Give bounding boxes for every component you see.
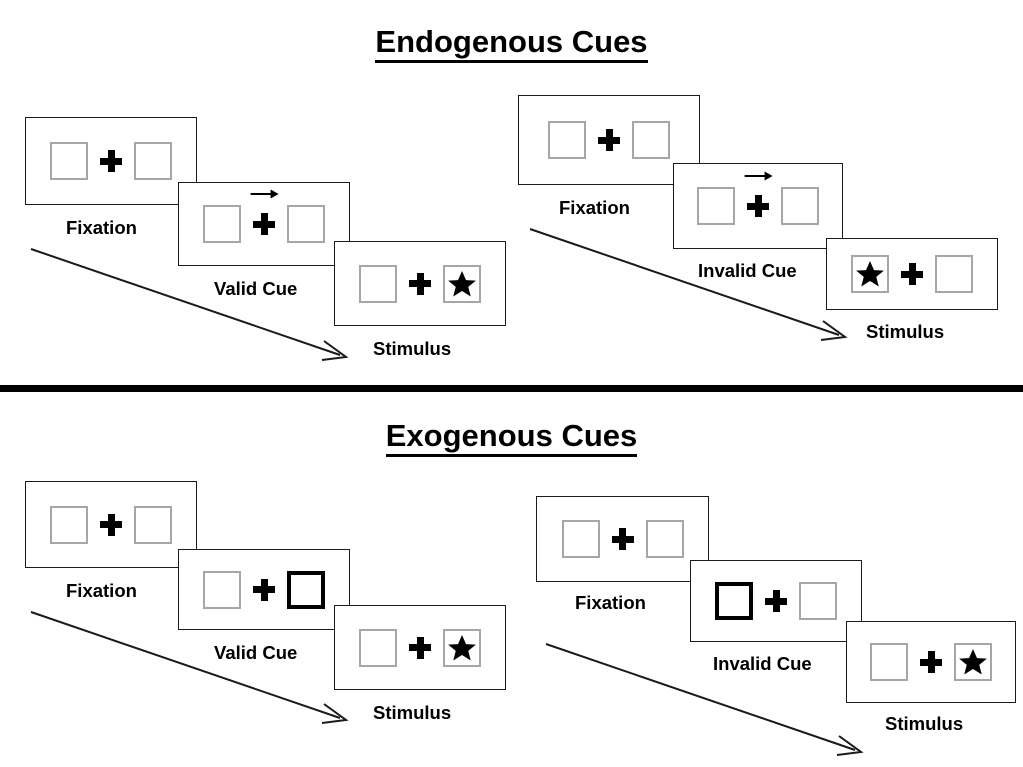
panel-content: [359, 625, 481, 671]
caption-exogenous-invalid-stimulus: Stimulus: [885, 713, 964, 734]
placeholder-box-right: [645, 520, 684, 558]
fixation-cross-icon: [100, 513, 122, 536]
placeholder-box-left: [359, 264, 397, 303]
target-star-icon: [856, 261, 884, 287]
placeholder-box-left: [50, 505, 88, 544]
placeholder-box-left: [50, 142, 88, 180]
section-title-exogenous-text: Exogenous Cues: [385, 418, 638, 457]
fixation-cross-wrap: [908, 639, 954, 685]
fixation-cross-icon: [100, 150, 122, 172]
caption-endogenous-invalid-stimulus: Stimulus: [866, 321, 945, 342]
fixation-cross-wrap: [889, 251, 935, 297]
panel-exogenous-valid-stimulus: [334, 605, 506, 690]
cued-box-right: [287, 570, 325, 609]
panel-content: [359, 261, 481, 307]
caption-endogenous-valid-stimulus: Stimulus: [373, 338, 452, 359]
fixation-cross-icon: [747, 195, 769, 217]
fixation-cross-wrap: [735, 171, 781, 229]
panel-exogenous-invalid-stimulus: [846, 621, 1016, 703]
caption-exogenous-valid-fixation: Fixation: [66, 580, 137, 601]
panel-content: [870, 639, 992, 685]
fixation-cross-icon: [409, 272, 431, 295]
section-title-endogenous: Endogenous Cues: [0, 24, 1023, 63]
fixation-cross-wrap: [753, 578, 799, 624]
caption-exogenous-invalid-cue: Invalid Cue: [713, 653, 812, 674]
placeholder-box-left: [359, 628, 397, 667]
panel-content: [697, 171, 819, 229]
panel-endogenous-valid-cue: [178, 182, 350, 266]
caption-endogenous-valid-cue: Valid Cue: [214, 278, 298, 299]
caption-endogenous-invalid-cue: Invalid Cue: [698, 260, 797, 281]
fixation-cross-icon: [409, 636, 431, 659]
placeholder-box-right: [632, 121, 670, 159]
fixation-cross-icon: [598, 129, 620, 151]
section-divider: [0, 385, 1023, 392]
fixation-cross-wrap: [241, 567, 287, 613]
fixation-cross-icon: [253, 578, 275, 601]
placeholder-box-left: [870, 643, 908, 681]
placeholder-box-right: [134, 142, 172, 180]
section-title-endogenous-text: Endogenous Cues: [375, 24, 648, 63]
target-star-icon: [959, 649, 987, 675]
panel-content: [715, 578, 837, 624]
panel-content: [203, 567, 325, 613]
panel-exogenous-invalid-fixation: [536, 496, 709, 582]
panel-endogenous-valid-stimulus: [334, 241, 506, 326]
placeholder-box-left: [697, 187, 735, 225]
section-title-exogenous: Exogenous Cues: [0, 418, 1023, 457]
placeholder-box-right: [781, 187, 819, 225]
placeholder-box-right: [443, 264, 481, 303]
panel-content: [548, 117, 670, 163]
fixation-cross-wrap: [88, 138, 134, 184]
panel-endogenous-invalid-fixation: [518, 95, 700, 185]
time-arrow-exogenous-invalid: [545, 643, 864, 756]
panel-endogenous-invalid-cue: [673, 163, 843, 249]
caption-exogenous-invalid-fixation: Fixation: [575, 592, 646, 613]
fixation-cross-wrap: [600, 516, 646, 562]
panel-exogenous-invalid-cue: [690, 560, 862, 642]
panel-content: [561, 516, 684, 562]
caption-endogenous-invalid-fixation: Fixation: [559, 197, 630, 218]
fixation-cross-wrap: [88, 502, 134, 548]
fixation-cross-wrap: [397, 625, 443, 671]
placeholder-box-left: [203, 570, 241, 609]
panel-endogenous-invalid-stimulus: [826, 238, 998, 310]
caption-exogenous-valid-cue: Valid Cue: [214, 642, 298, 663]
cue-arrow-right-icon: [744, 171, 773, 181]
fixation-cross-wrap: [397, 261, 443, 307]
placeholder-box-left: [548, 121, 586, 159]
panel-exogenous-valid-cue: [178, 549, 350, 630]
time-arrow-exogenous-valid: [30, 611, 349, 724]
fixation-cross-icon: [901, 263, 923, 285]
panel-content: [203, 189, 325, 247]
panel-content: [851, 251, 973, 297]
caption-endogenous-valid-fixation: Fixation: [66, 217, 137, 238]
target-star-icon: [448, 270, 476, 296]
target-star-icon: [448, 634, 476, 660]
placeholder-box-right: [935, 255, 973, 293]
fixation-cross-wrap: [586, 117, 632, 163]
placeholder-box-right: [443, 628, 481, 667]
cued-box-left: [715, 582, 753, 620]
fixation-cross-icon: [765, 590, 787, 612]
time-arrow-endogenous-valid: [30, 248, 349, 361]
panel-exogenous-valid-fixation: [25, 481, 197, 568]
placeholder-box-right: [287, 205, 325, 243]
placeholder-box-right: [954, 643, 992, 681]
fixation-cross-wrap: [241, 189, 287, 247]
panel-content: [50, 502, 172, 548]
panel-content: [50, 138, 172, 184]
time-arrow-endogenous-invalid: [529, 228, 848, 341]
placeholder-box-right: [134, 505, 172, 544]
cue-arrow-right-icon: [250, 189, 279, 199]
placeholder-box-left: [203, 205, 241, 243]
fixation-cross-icon: [253, 213, 275, 235]
fixation-cross-icon: [611, 528, 634, 550]
placeholder-box-right: [799, 582, 837, 620]
placeholder-box-left: [561, 520, 600, 558]
caption-exogenous-valid-stimulus: Stimulus: [373, 702, 452, 723]
fixation-cross-icon: [920, 651, 942, 673]
panel-endogenous-valid-fixation: [25, 117, 197, 205]
placeholder-box-left: [851, 255, 889, 293]
